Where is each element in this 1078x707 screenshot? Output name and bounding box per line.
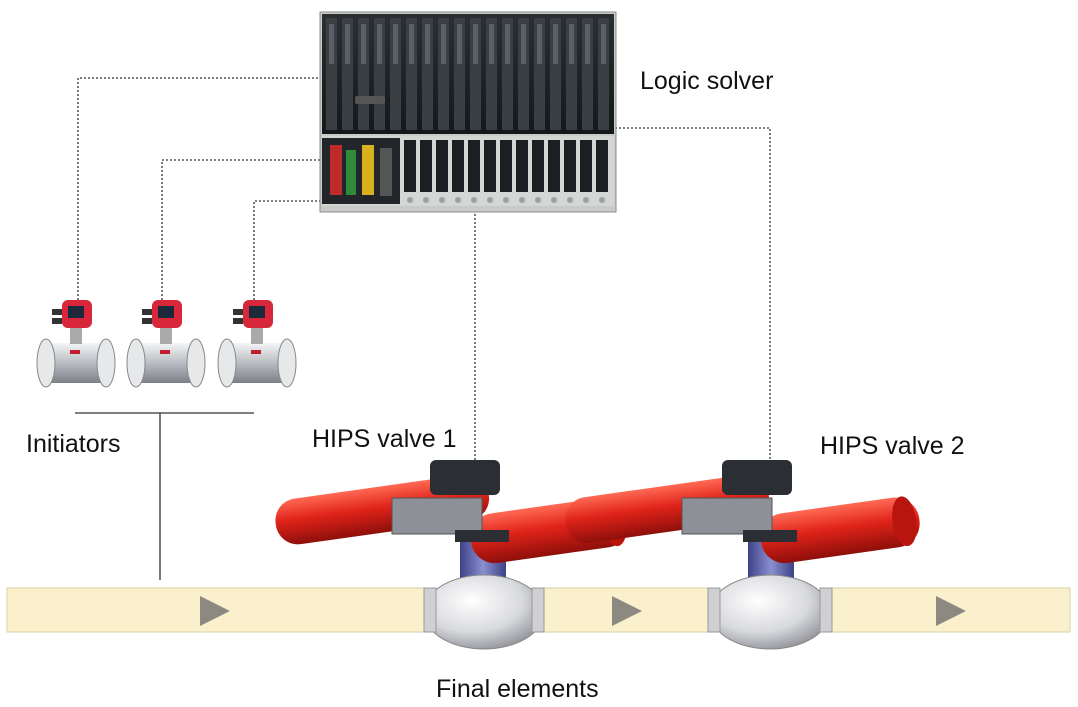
logic-solver-label: Logic solver — [640, 67, 774, 95]
initiators-label: Initiators — [26, 430, 121, 458]
wire-initiator-1 — [77, 77, 322, 300]
flow-direction-arrow-icon — [200, 596, 230, 626]
signal-wiring — [77, 77, 771, 462]
hips-valve-1-label: HIPS valve 1 — [312, 425, 457, 453]
logic-solver-rack-icon — [319, 11, 617, 213]
wire-initiator-2 — [161, 159, 322, 300]
hips-valve-2-label: HIPS valve 2 — [820, 432, 965, 460]
hips-valve-icon — [565, 460, 920, 650]
flow-transmitter-icon — [36, 300, 116, 388]
final-elements-label: Final elements — [436, 675, 599, 703]
wire-valve-2 — [615, 127, 771, 462]
flow-transmitter-icon — [126, 300, 206, 388]
flow-direction-arrow-icon — [936, 596, 966, 626]
wire-initiator-3 — [253, 200, 322, 300]
initiators-group — [36, 300, 297, 388]
initiators-bracket — [75, 412, 254, 580]
flow-transmitter-icon — [217, 300, 297, 388]
pipeline — [6, 587, 1071, 633]
flow-direction-arrow-icon — [612, 596, 642, 626]
